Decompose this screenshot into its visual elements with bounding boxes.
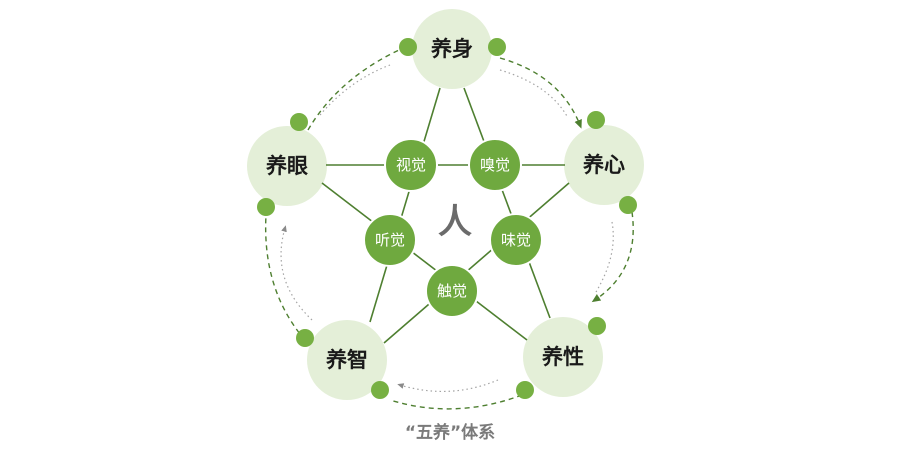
line-right-bottomleft [383, 182, 570, 344]
outer-circle-left [247, 126, 327, 206]
dotted-arc-right [595, 221, 614, 293]
accent-dot [588, 317, 606, 335]
outer-label-bottom-left: 养智 [325, 348, 368, 372]
dotted-arc-left [280, 225, 313, 321]
outer-circle-bottom-left [307, 320, 387, 400]
outer-label-bottom-right: 养性 [541, 345, 584, 369]
outer-label-left: 养眼 [265, 154, 308, 178]
accent-dot [399, 38, 417, 56]
accent-dot [516, 381, 534, 399]
accent-dot [619, 196, 637, 214]
outer-circle-top [412, 9, 492, 89]
dashed-arc-bottom [389, 394, 523, 410]
dotted-arc-top [319, 64, 391, 116]
outer-label-top: 养身 [430, 37, 473, 61]
accent-dot [371, 381, 389, 399]
outer-circles [247, 9, 644, 400]
dashed-arc-top-right [499, 57, 582, 129]
inner-label-taste: 味觉 [501, 231, 531, 249]
inner-label-hearing: 听觉 [375, 231, 405, 249]
outer-circle-right [564, 125, 644, 205]
accent-dot [296, 329, 314, 347]
dashed-arc-left-bottom [264, 214, 306, 341]
inner-circle-touch [425, 264, 479, 318]
inner-circles [363, 138, 543, 318]
outer-label-right: 养心 [582, 153, 625, 177]
inner-circle-sight [384, 138, 438, 192]
inner-labels: 视觉 嗅觉 味觉 触觉 听觉 [375, 156, 531, 300]
outer-labels: 养身 养心 养性 养智 养眼 [265, 37, 625, 372]
line-top-left [369, 87, 441, 323]
accent-dot [257, 198, 275, 216]
accent-dot [488, 38, 506, 56]
connector-lines [321, 87, 570, 344]
inner-circle-hearing [363, 213, 417, 267]
dotted-arc-top-right [499, 69, 569, 119]
line-left-bottomright [321, 182, 528, 341]
inner-circle-taste [489, 213, 543, 267]
outer-circle-bottom-right [523, 317, 603, 397]
inner-label-smell: 嗅觉 [480, 156, 510, 174]
inner-label-touch: 触觉 [437, 282, 467, 300]
dashed-arc-right-bottom [591, 211, 634, 303]
center-label: 人 [438, 202, 472, 242]
cycle-arcs [264, 43, 634, 410]
dashed-arc-left-top [307, 43, 414, 131]
accent-dots [257, 38, 637, 399]
diagram-caption: “五养”体系 [405, 422, 495, 443]
accent-dot [290, 113, 308, 131]
dotted-arc-bottom [397, 379, 499, 393]
inner-circle-smell [468, 138, 522, 192]
inner-label-sight: 视觉 [396, 156, 426, 174]
accent-dot [587, 111, 605, 129]
line-top-right [463, 87, 551, 319]
